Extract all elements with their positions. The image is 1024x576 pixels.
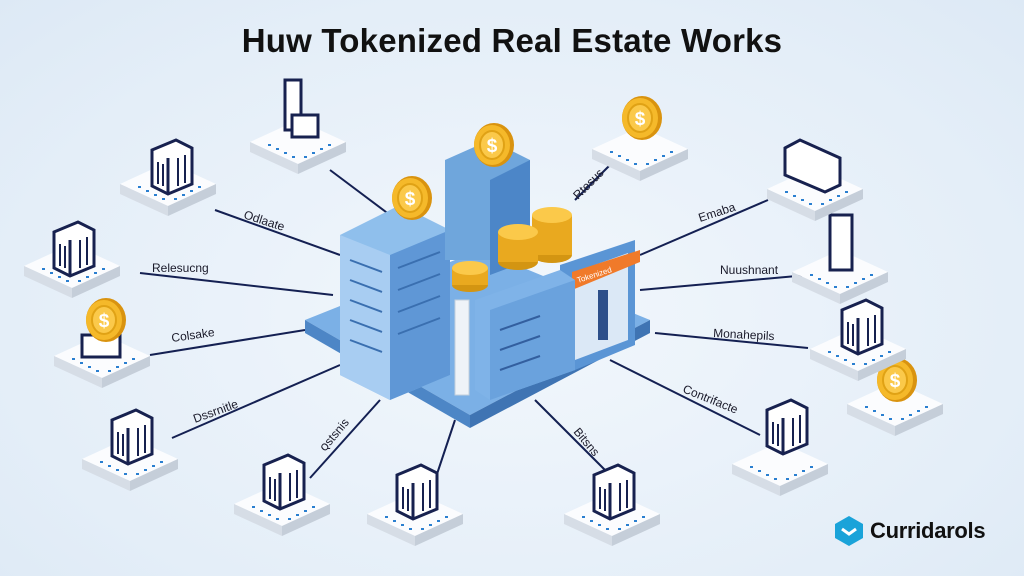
node-building <box>120 138 216 216</box>
central-tokenized-building: Tokenized <box>305 122 650 428</box>
cube-logo-icon <box>835 516 863 546</box>
dollar-coin-icon <box>473 122 515 168</box>
node-building <box>367 463 463 546</box>
label-odlaate: Odlaate <box>242 208 287 234</box>
coin-stack-icon <box>452 207 572 292</box>
node-building <box>732 398 828 496</box>
label-rtesus: Rtesus <box>570 166 606 202</box>
node-tower <box>250 78 346 174</box>
label-bitsns: Bitsns <box>571 425 603 459</box>
label-dssrnitle: Dssrnitle <box>191 397 240 426</box>
node-building <box>234 453 330 536</box>
node-building <box>564 463 660 546</box>
label-nuushnant: Nuushnant <box>720 263 779 277</box>
page-title: Huw Tokenized Real Estate Works <box>241 22 783 59</box>
node-building <box>82 408 178 491</box>
label-rstsnis: ꞯstsnis <box>317 416 352 454</box>
connector-lines <box>139 159 809 481</box>
node-box <box>767 138 863 221</box>
dollar-coin-icon <box>391 175 433 221</box>
node-building <box>24 220 120 298</box>
brand-name: Curridarols <box>870 518 986 543</box>
label-monahepils: Monahepils <box>713 326 775 343</box>
label-relesucng: Relesucng <box>152 261 209 275</box>
node-tower <box>792 213 888 304</box>
brand-logo: Curridarols <box>834 515 986 547</box>
label-colsake: Colsake <box>170 325 215 345</box>
node-coin <box>54 297 150 388</box>
